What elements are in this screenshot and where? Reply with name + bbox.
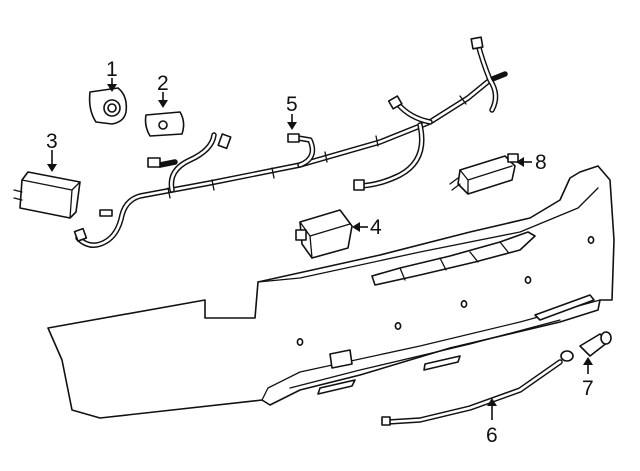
callout-2: 2 <box>157 72 169 95</box>
part-3-control-module <box>13 171 81 219</box>
callout-1: 1 <box>106 58 118 81</box>
part-1-parking-sensor <box>88 87 128 125</box>
callout-4: 4 <box>370 216 382 239</box>
callout-8: 8 <box>535 151 547 174</box>
callout-6: 6 <box>486 424 498 447</box>
callout-arrows <box>47 78 593 420</box>
part-8-control-module <box>449 153 519 195</box>
callout-3: 3 <box>46 130 58 153</box>
wiring-harness <box>73 36 508 248</box>
part-7-bulb-socket <box>579 331 612 357</box>
bumper-cover <box>47 165 615 419</box>
part-2-sensor-retainer <box>144 111 185 137</box>
callout-5: 5 <box>286 93 298 116</box>
part-6-sensor-wire <box>381 350 574 426</box>
part-4-control-module <box>295 209 353 259</box>
callout-7: 7 <box>582 377 594 400</box>
